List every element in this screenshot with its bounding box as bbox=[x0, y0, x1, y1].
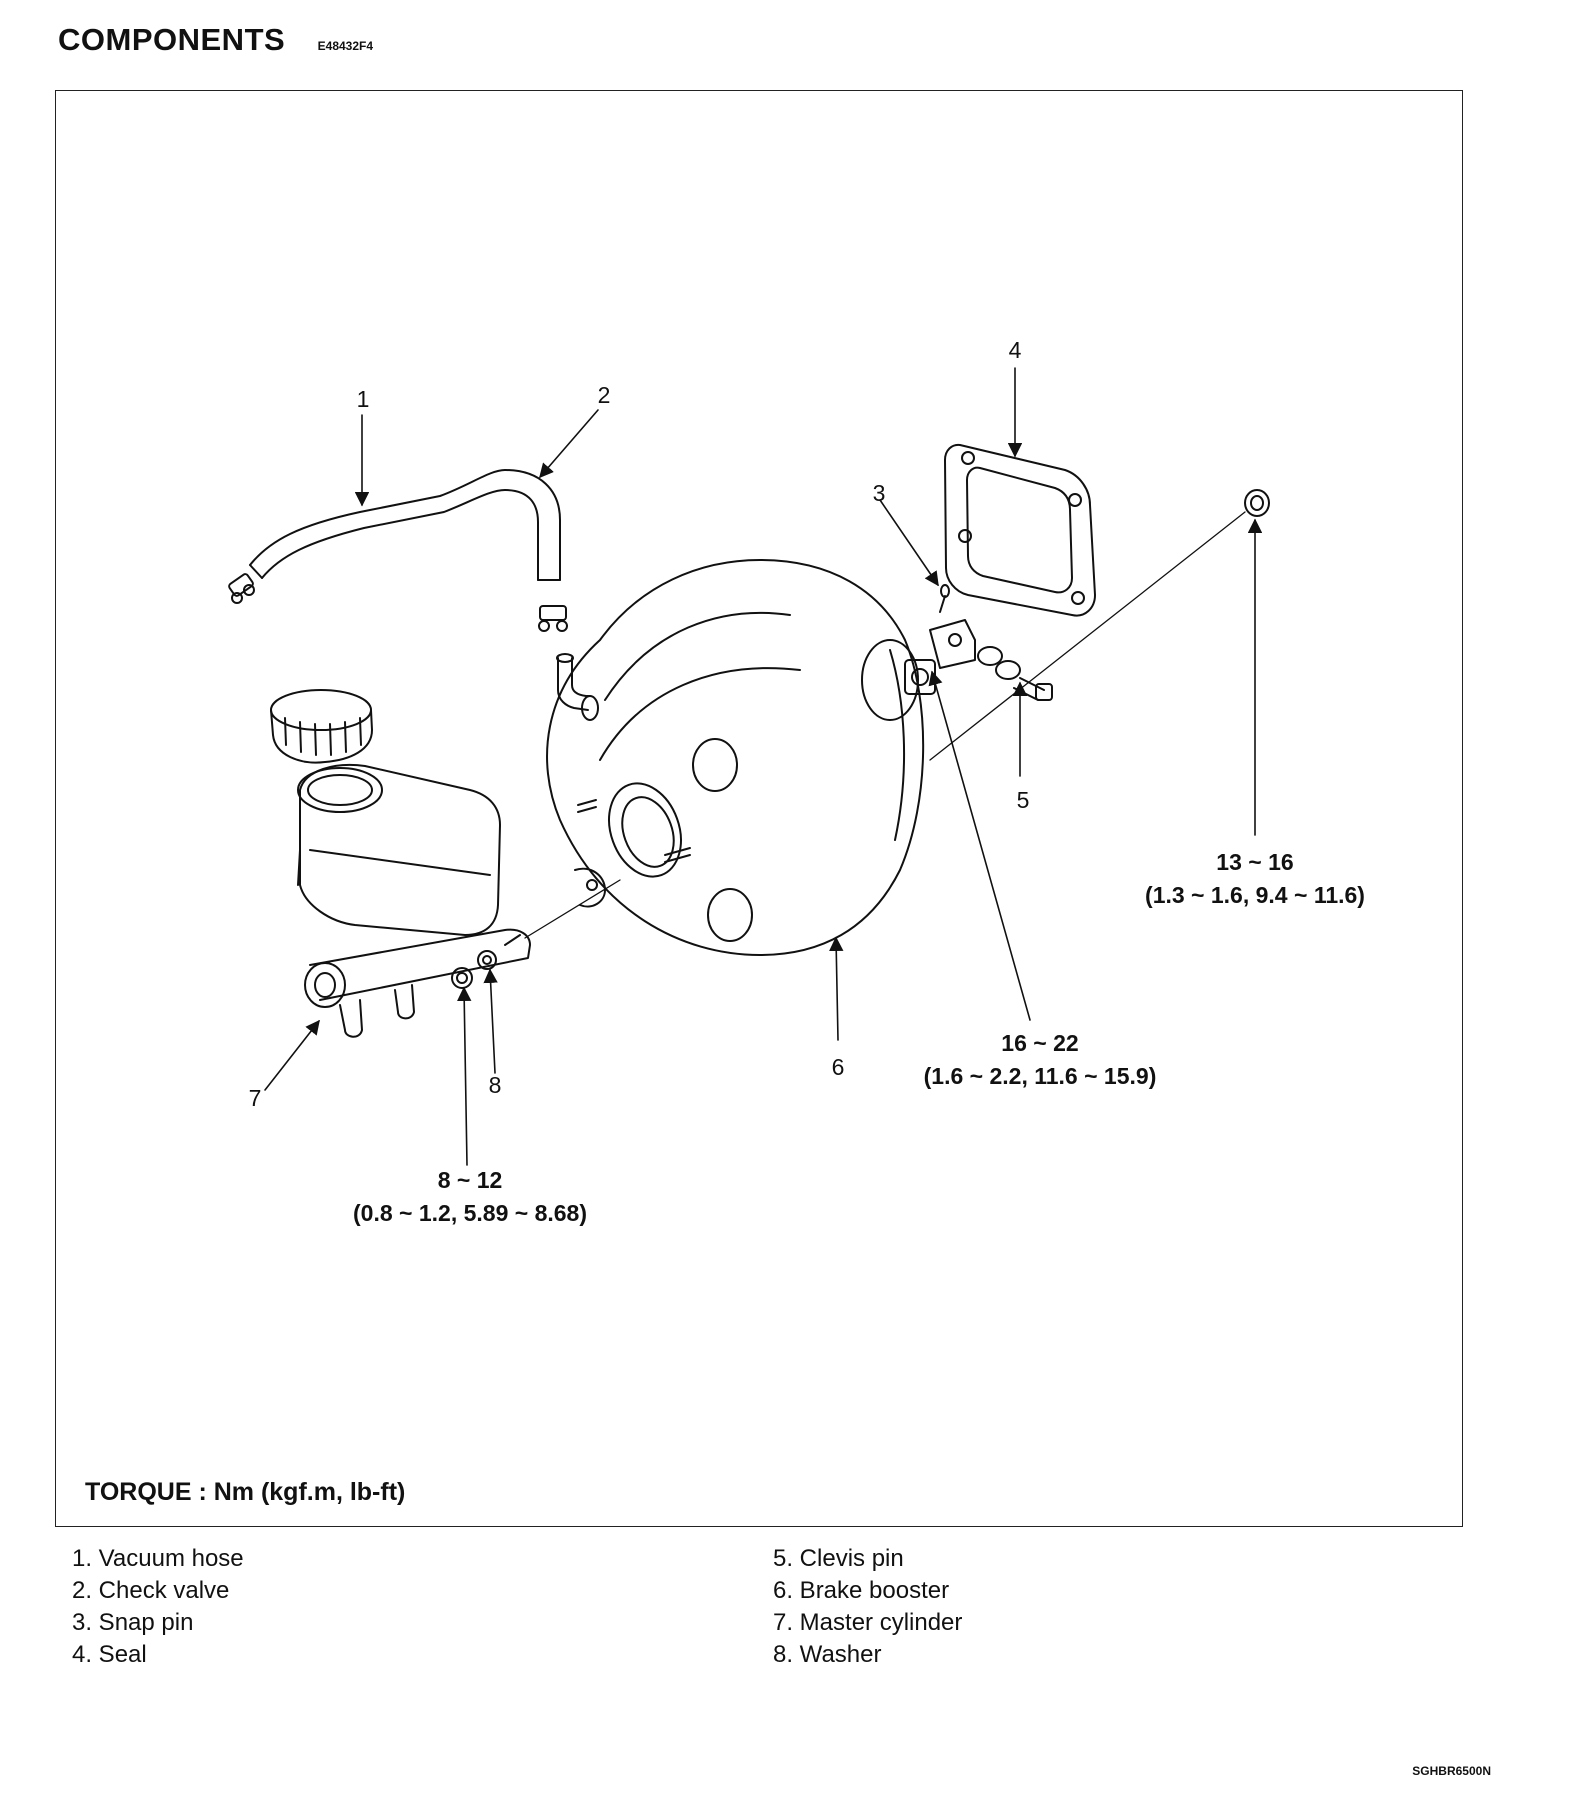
callout-8: 8 bbox=[488, 1072, 502, 1098]
torque-booster-nut: 13 ~ 16 (1.3 ~ 1.6, 9.4 ~ 11.6) bbox=[1110, 846, 1400, 912]
torque-clevis-nut-value: 16 ~ 22 bbox=[1001, 1030, 1079, 1056]
callout-1: 1 bbox=[356, 386, 370, 412]
legend-item: 2. Check valve bbox=[72, 1577, 230, 1604]
torque-master-nut-value: 8 ~ 12 bbox=[437, 1167, 503, 1193]
check-valve-part bbox=[538, 605, 599, 721]
snap-pin-part bbox=[939, 584, 950, 613]
page-title: COMPONENTS bbox=[58, 22, 286, 57]
callout-3: 3 bbox=[872, 480, 886, 506]
legend-item: 7. Master cylinder bbox=[773, 1609, 963, 1636]
legend-item: 4. Seal bbox=[72, 1641, 147, 1668]
master-cylinder-part bbox=[270, 689, 531, 1038]
page-heading: COMPONENTS E48432F4 bbox=[58, 22, 373, 58]
callout-2: 2 bbox=[597, 382, 611, 408]
leader-arrows bbox=[264, 367, 1263, 1166]
torque-booster-nut-conv: (1.3 ~ 1.6, 9.4 ~ 11.6) bbox=[1145, 882, 1365, 908]
torque-master-nut-conv: (0.8 ~ 1.2, 5.89 ~ 8.68) bbox=[353, 1200, 587, 1226]
torque-clevis-nut: 16 ~ 22 (1.6 ~ 2.2, 11.6 ~ 15.9) bbox=[895, 1027, 1185, 1093]
legend-item: 3. Snap pin bbox=[72, 1609, 194, 1636]
legend-right: 5. Clevis pin 6. Brake booster 7. Master… bbox=[773, 1543, 962, 1671]
figure-code: SGHBR6500N bbox=[1412, 1764, 1491, 1778]
legend-item: 8. Washer bbox=[773, 1641, 882, 1668]
torque-booster-nut-value: 13 ~ 16 bbox=[1216, 849, 1294, 875]
legend-item: 1. Vacuum hose bbox=[72, 1545, 244, 1572]
diagram-frame bbox=[55, 90, 1463, 1527]
callout-5: 5 bbox=[1016, 787, 1030, 813]
seal-part bbox=[944, 443, 1096, 617]
callout-7: 7 bbox=[248, 1085, 262, 1111]
torque-unit-note: TORQUE : Nm (kgf.m, lb-ft) bbox=[85, 1478, 406, 1506]
booster-nut-part bbox=[1244, 489, 1270, 517]
brake-booster-part bbox=[546, 559, 976, 956]
callout-4: 4 bbox=[1008, 337, 1022, 363]
torque-master-nut: 8 ~ 12 (0.8 ~ 1.2, 5.89 ~ 8.68) bbox=[320, 1164, 620, 1230]
torque-clevis-nut-conv: (1.6 ~ 2.2, 11.6 ~ 15.9) bbox=[923, 1063, 1157, 1089]
callout-6: 6 bbox=[831, 1054, 845, 1080]
legend-item: 5. Clevis pin bbox=[773, 1545, 904, 1572]
vacuum-hose-part bbox=[228, 469, 561, 604]
legend-left: 1. Vacuum hose 2. Check valve 3. Snap pi… bbox=[72, 1543, 244, 1671]
legend-item: 6. Brake booster bbox=[773, 1577, 950, 1604]
assembly-lines bbox=[524, 511, 1246, 939]
section-code: E48432F4 bbox=[317, 38, 374, 53]
